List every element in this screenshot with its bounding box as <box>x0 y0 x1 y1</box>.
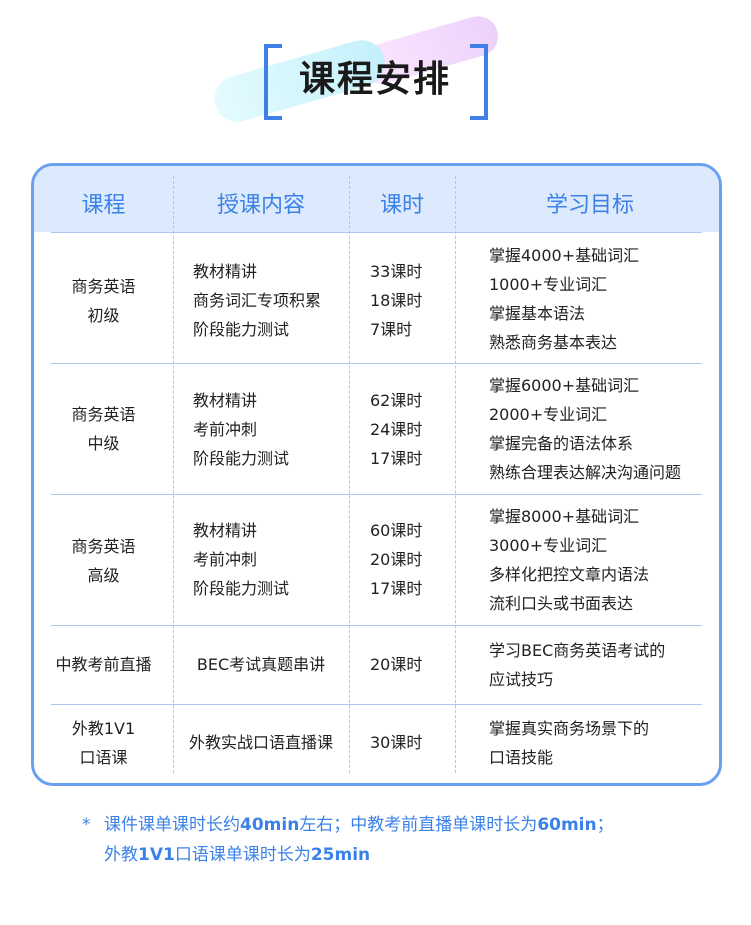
course-hours: 20课时 <box>370 655 423 674</box>
course-name: 商务英语中级 <box>71 405 136 453</box>
row-divider <box>51 625 702 626</box>
row-divider <box>51 363 702 364</box>
footnote: *课件课单课时长约40min左右；中教考前直播单课时长为60min； 外教1V1… <box>82 810 614 870</box>
course-content: 教材精讲考前冲刺阶段能力测试 <box>193 521 290 598</box>
course-hours: 30课时 <box>370 733 423 752</box>
footnote-line-2: 外教1V1口语课单课时长为25min <box>104 845 371 865</box>
course-content: BEC考试真题串讲 <box>196 655 326 674</box>
course-content: 教材精讲考前冲刺阶段能力测试 <box>193 391 290 468</box>
course-content: 外教实战口语直播课 <box>188 733 333 752</box>
course-goals: 学习BEC商务英语考试的应试技巧 <box>489 641 666 689</box>
header-content: 授课内容 <box>216 193 305 218</box>
course-name: 商务英语初级 <box>71 277 136 325</box>
footnote-star: * <box>82 815 91 835</box>
title-bracket-left <box>264 44 282 120</box>
page-title: 课程安排 <box>298 59 451 100</box>
course-name: 商务英语高级 <box>71 537 136 585</box>
row-divider <box>51 704 702 705</box>
column-divider <box>349 176 350 773</box>
table-header: 课程 授课内容 课时 学习目标 <box>34 166 719 232</box>
title-bracket-right <box>470 44 488 120</box>
row-divider <box>51 494 702 495</box>
title-section: 课程安排 <box>0 0 751 140</box>
column-divider <box>455 176 456 773</box>
course-name: 中教考前直播 <box>55 655 152 674</box>
footnote-line-1: *课件课单课时长约40min左右；中教考前直播单课时长为60min； <box>82 810 614 840</box>
header-course: 课程 <box>81 193 126 218</box>
course-content: 教材精讲商务词汇专项积累阶段能力测试 <box>193 262 322 339</box>
header-hours: 课时 <box>379 193 424 218</box>
course-goals: 掌握真实商务场景下的口语技能 <box>489 719 650 767</box>
column-divider <box>173 176 174 773</box>
course-schedule-table: 课程 授课内容 课时 学习目标 商务英语初级 教材精讲商务词汇专项积累阶段能力测… <box>31 163 722 786</box>
row-divider <box>51 232 702 233</box>
header-goals: 学习目标 <box>545 193 634 218</box>
